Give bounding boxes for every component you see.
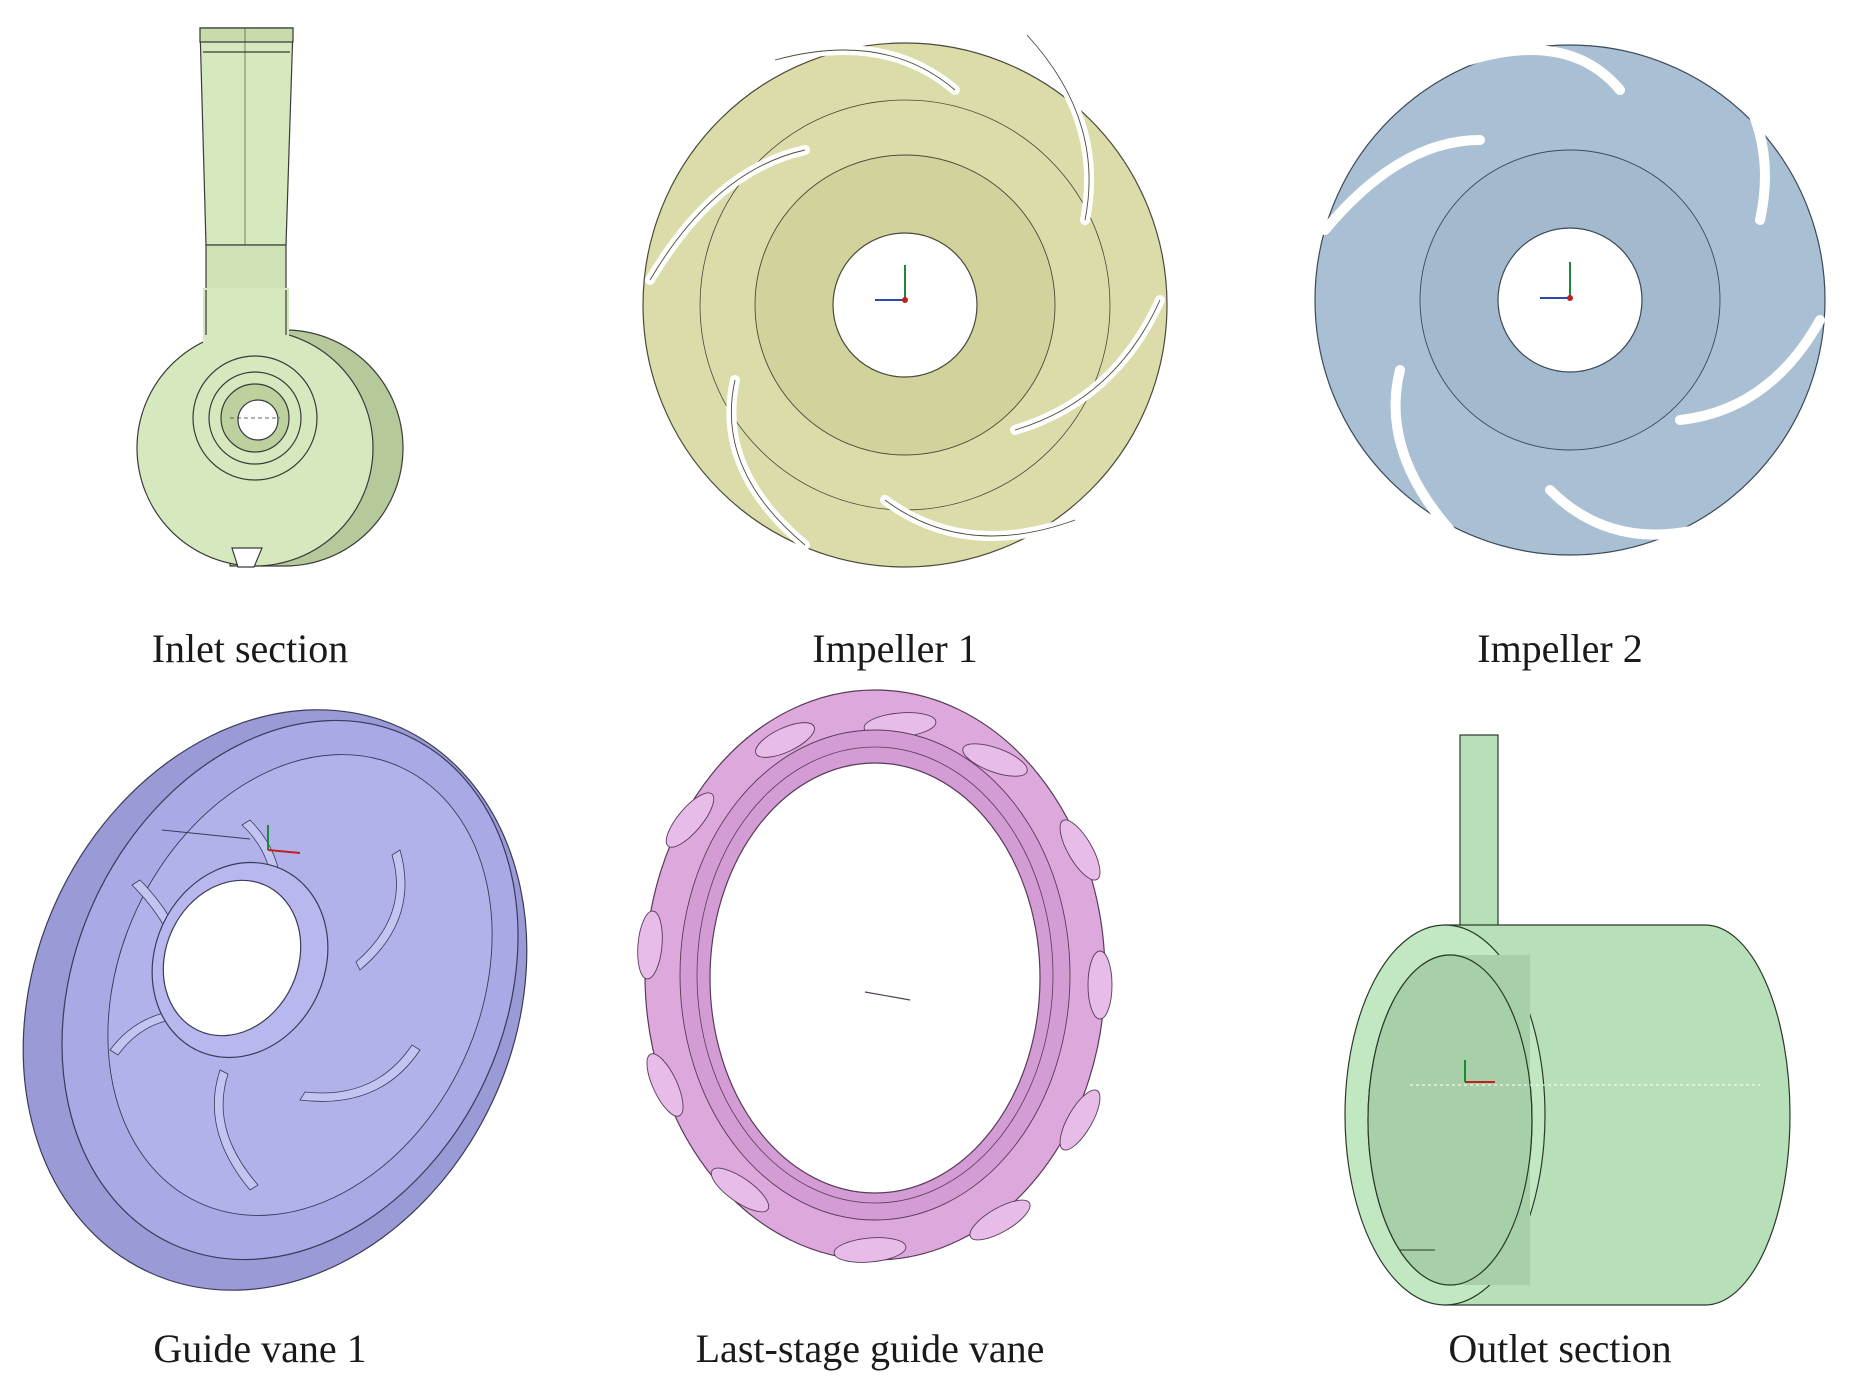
outlet-section-caption: Outlet section — [1448, 1326, 1672, 1371]
impeller-2-model — [1314, 44, 1826, 556]
impeller-1-panel: Impeller 1 — [635, 0, 1168, 700]
last-stage-guide-vane-model — [637, 689, 1113, 1263]
impeller-1-caption: Impeller 1 — [812, 626, 978, 671]
guide-vane-1-model — [22, 709, 528, 1291]
guide-vane-1-caption: Guide vane 1 — [153, 1326, 367, 1371]
outlet-section-model — [1344, 734, 1791, 1306]
impeller-1-model — [642, 30, 1168, 568]
last-stage-guide-vane-caption: Last-stage guide vane — [695, 1326, 1045, 1371]
impeller-2-caption: Impeller 2 — [1477, 626, 1643, 671]
last-stage-guide-vane-panel: Last-stage guide vane — [610, 689, 1130, 1394]
impeller-2-panel: Impeller 2 — [1300, 0, 1826, 700]
outlet-section-panel: Outlet section — [1290, 720, 1830, 1394]
inlet-section-model — [136, 27, 404, 568]
guide-vane-1-panel: Guide vane 1 — [0, 709, 528, 1394]
inlet-section-panel: Inlet section — [0, 0, 500, 700]
inlet-section-caption: Inlet section — [151, 626, 349, 671]
